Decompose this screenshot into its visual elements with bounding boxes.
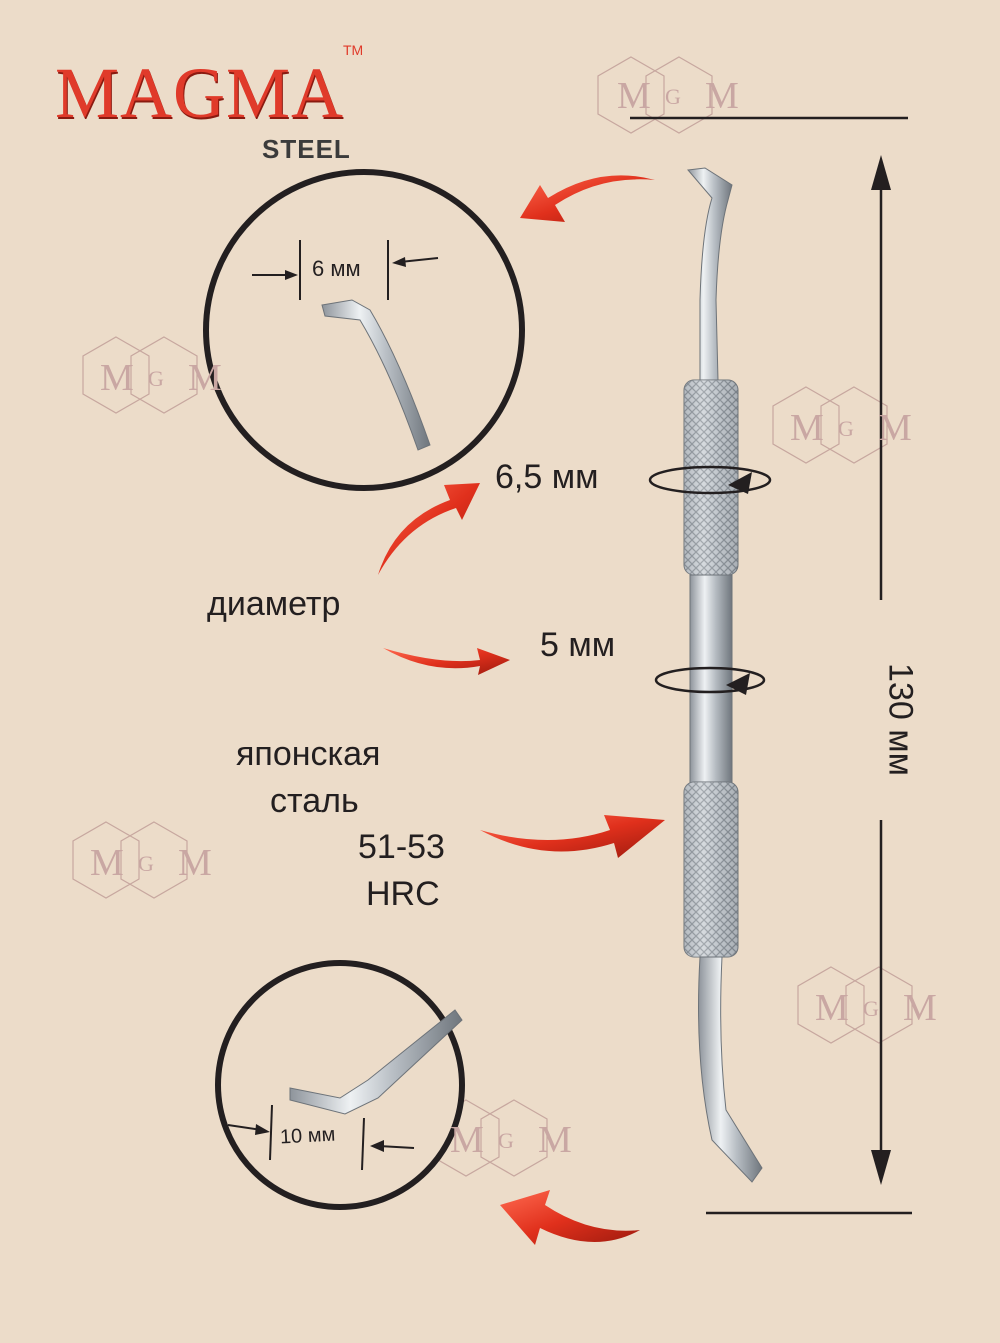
steel-label-line2: сталь (270, 782, 359, 820)
red-arrow-top (520, 175, 655, 222)
diameter-small-label: 5 мм (540, 626, 616, 664)
length-label: 130 мм (881, 663, 920, 776)
hardness-unit: HRC (366, 875, 440, 913)
svg-text:M: M (790, 407, 824, 449)
watermark-text: M G M M G M M G M M G M M G M M G M (90, 75, 937, 1161)
svg-text:M: M (178, 842, 212, 884)
svg-text:G: G (838, 416, 854, 441)
diameter-ring-small (654, 666, 766, 695)
svg-text:M: M (903, 987, 937, 1029)
diameter-large-label: 6,5 мм (495, 458, 599, 496)
steel-label-line1: японская (236, 735, 381, 773)
trademark-symbol: TM (343, 42, 364, 58)
svg-text:G: G (138, 851, 154, 876)
watermark-logo (597, 56, 713, 134)
svg-text:G: G (498, 1128, 514, 1153)
red-arrow-diameter-up (378, 483, 480, 575)
svg-text:M: M (705, 75, 739, 117)
svg-text:M: M (90, 842, 124, 884)
diameter-label: диаметр (207, 585, 341, 623)
svg-text:M: M (878, 407, 912, 449)
length-dimension-arrow (871, 155, 891, 1185)
top-tip-detail-circle (203, 169, 525, 491)
brand-logo: MAGMA (55, 53, 345, 133)
svg-text:M: M (450, 1119, 484, 1161)
svg-text:M: M (100, 357, 134, 399)
red-arrow-bottom (500, 1190, 640, 1245)
bottom-tip-width-label: 10 мм (279, 1123, 336, 1149)
svg-text:M: M (617, 75, 651, 117)
red-arrow-steel (480, 815, 665, 858)
top-tip-width-label: 6 мм (312, 256, 361, 281)
diameter-ring-large (648, 465, 772, 495)
hardness-value: 51-53 (358, 828, 445, 866)
brand-subtitle: STEEL (262, 134, 351, 164)
svg-text:G: G (863, 996, 879, 1021)
svg-text:M: M (188, 357, 222, 399)
svg-text:M: M (815, 987, 849, 1029)
svg-text:G: G (665, 84, 681, 109)
bottom-tip-detail-circle (215, 960, 465, 1210)
svg-text:G: G (148, 366, 164, 391)
dental-instrument (683, 167, 763, 1183)
red-arrow-diameter-right (383, 648, 510, 675)
svg-text:M: M (538, 1119, 572, 1161)
